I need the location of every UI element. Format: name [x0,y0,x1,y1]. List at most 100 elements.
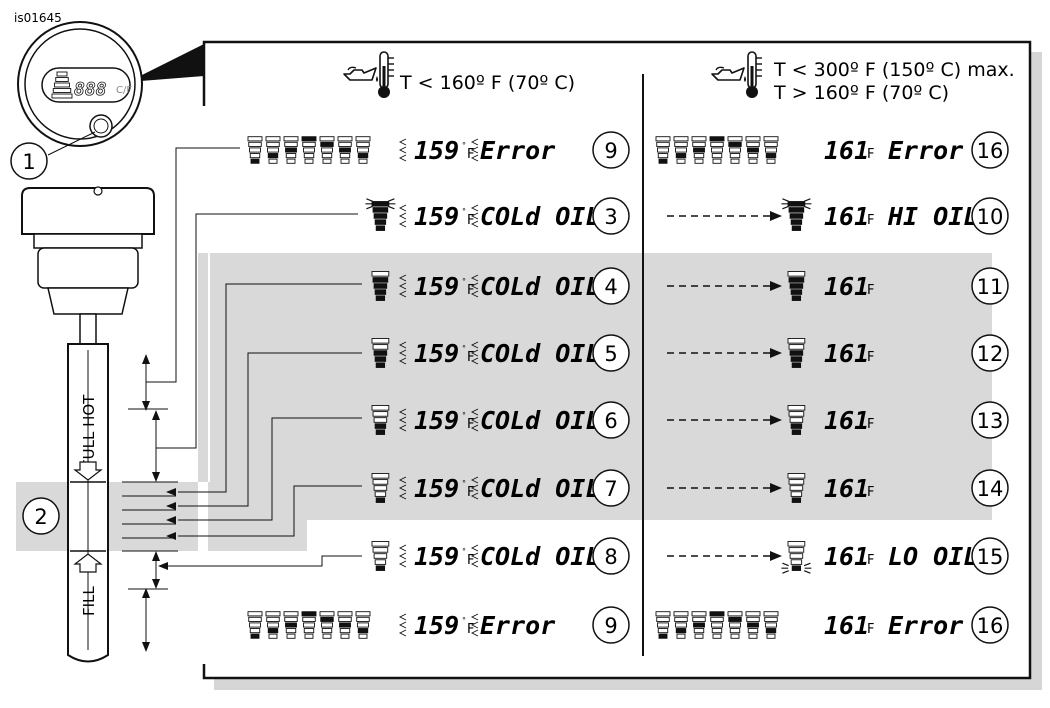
chevron-left-icon [398,220,407,228]
level-segment [374,423,387,429]
chevron-left-icon [398,274,407,282]
level-segment [375,295,386,301]
callout-circle [592,537,630,575]
scan-segment [691,611,707,617]
leader-row-5 [178,352,362,507]
scan-segment [765,147,777,153]
chevron-left-icon [470,560,479,568]
scan-segment [730,633,740,639]
gauge-lcd-window [41,67,131,103]
degree-symbol: ° [862,344,866,353]
callout-number: 9 [604,614,617,638]
chevron-left-icon [470,357,479,365]
scan-segment [675,622,687,628]
scan-segment [320,141,334,147]
scan-segment [745,611,761,617]
level-segment [791,295,802,301]
level-segment [791,497,802,503]
scan-segment [268,158,278,164]
scan-segment [337,136,353,142]
scan-segment [304,633,314,639]
chevron-left-icon [470,349,479,357]
chevron-left-icon [398,212,407,220]
callout-circle [592,267,630,305]
left-header-text: T < 160º F (70º C) [399,72,575,94]
status-message: COLd OIL [480,542,600,571]
scan-segment [303,622,315,628]
level-segment [374,289,387,295]
chevron-left-icon [398,476,407,484]
callout-1-label: 1 [22,150,35,174]
scan-segment [729,153,741,159]
callout-circle [592,131,630,169]
degree-symbol: ° [862,616,866,625]
highlight-band [16,253,992,551]
level-segment [373,417,388,423]
scan-segment [322,158,332,164]
callout-number: 11 [977,275,1004,299]
scan-segment [692,616,706,622]
temperature-readout: 161 [824,202,869,231]
chevron-left-icon [398,138,407,146]
leader-lines [122,147,362,570]
scan-segment [267,147,279,153]
scan-segment [320,616,334,622]
scan-segment [746,616,760,622]
scan-segment [357,628,369,634]
scan-segment [340,633,350,639]
callout-circle [971,267,1009,305]
blink-ray [803,198,811,202]
scan-segment [283,611,299,617]
chevron-left-icon [470,408,479,416]
scan-segment [339,628,351,634]
scan-segment [711,153,723,159]
level-segment [789,283,804,289]
callout-circle [592,469,630,507]
dim-arrow [152,472,160,482]
chevron-left-icon [398,357,407,365]
scan-segment [730,158,740,164]
level-segment [373,283,388,289]
scan-segment [286,158,296,164]
chevron-left-icon [470,282,479,290]
level-segment [371,201,390,207]
chevron-left-icon [398,341,407,349]
level-segment [789,485,804,491]
gauge-digits: 888 [74,79,107,100]
scan-segment [339,153,351,159]
chevron-left-icon [470,492,479,500]
temperature-readout: 161 [824,339,869,368]
callout-number: 9 [604,139,617,163]
scan-segment [748,633,758,639]
level-segment [790,219,803,225]
level-segment [791,362,802,368]
level-segment [372,277,389,283]
scan-segment [322,633,332,639]
level-segment [788,479,805,485]
scan-segment [250,633,260,639]
level-segment [375,429,386,435]
temperature-readout: 159 [414,272,459,301]
callout-number: 6 [604,409,617,433]
scan-segment [358,158,368,164]
dipstick-collar [33,233,143,249]
scan-segment [709,611,725,617]
level-segment [787,201,806,207]
leader-row-8 [160,555,362,567]
scan-segment [355,611,371,617]
chevron-left-icon [398,204,407,212]
scan-segment [319,136,335,142]
arrow-right-icon [770,211,782,221]
status-message: Error [888,136,963,165]
scan-segment [285,147,297,153]
callout-number: 10 [977,205,1004,229]
level-segment [789,553,804,559]
label-full-hot: FULL HOT [80,394,98,468]
degree-symbol: ° [862,479,866,488]
dipstick: FULL HOT FILL [21,186,155,663]
dim-arrow [152,551,160,561]
